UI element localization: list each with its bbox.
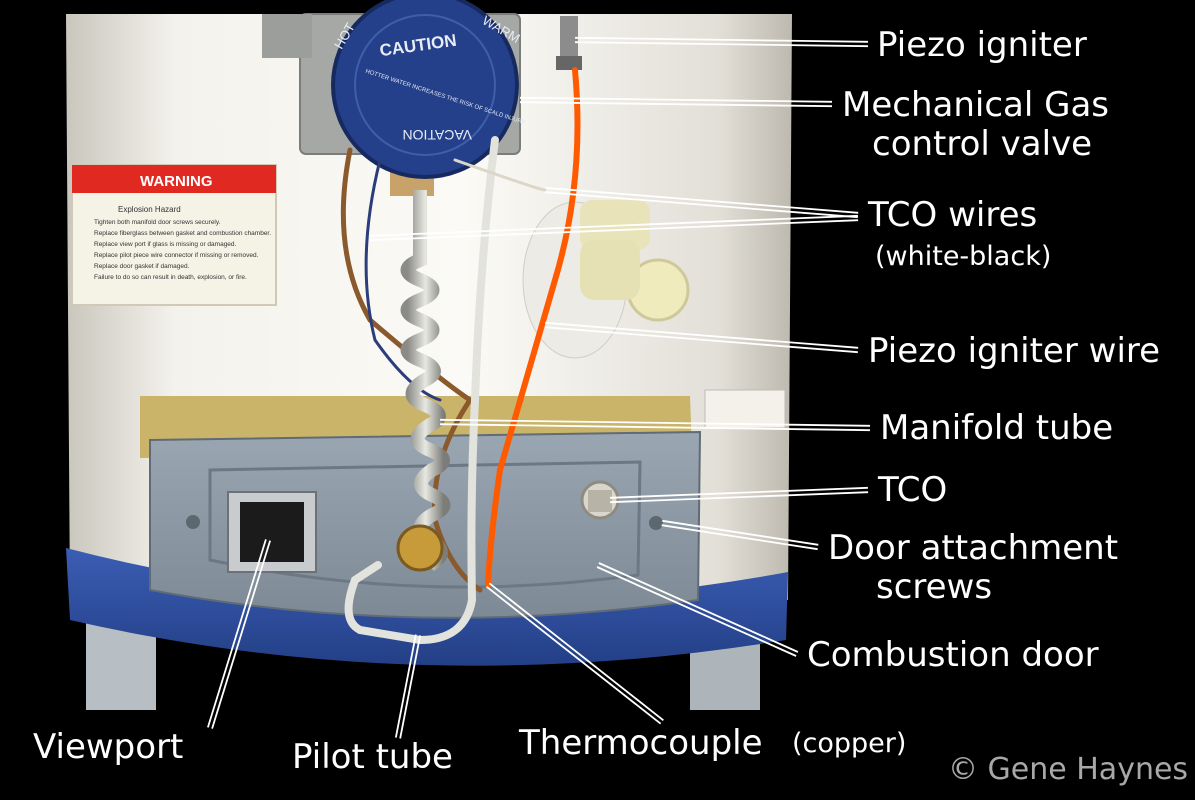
brown-wire <box>340 147 483 593</box>
copyright: © Gene Haynes <box>948 752 1189 787</box>
tco-device <box>580 480 620 520</box>
gas-control-valve: CAUTION HOT WARM VACATION HOTTER WATER I… <box>262 0 526 196</box>
warning-sticker-line: Replace fiberglass between gasket and co… <box>94 230 271 237</box>
wires <box>340 67 581 645</box>
warning-sticker-line: Replace door gasket if damaged. <box>94 263 190 270</box>
tco-white-wire <box>453 158 547 192</box>
warning-sticker-title: Explosion Hazard <box>118 205 181 214</box>
label-tco-wires: TCO wires <box>868 195 1038 235</box>
label-tco-wires-note: (white-black) <box>875 241 1052 272</box>
pointer-pilot-tube <box>394 634 417 738</box>
pointer-tco-wires-a <box>544 191 858 219</box>
white-wire <box>344 136 499 645</box>
warning-sticker-line: Tighten both manifold door screws secure… <box>94 219 221 226</box>
label-viewport: Viewport <box>33 727 184 767</box>
drain-valve <box>522 200 690 359</box>
warning-sticker-line: Replace view port if glass is missing or… <box>94 241 237 248</box>
pointer-viewport <box>211 540 271 729</box>
pointer-gas-valve <box>519 101 832 108</box>
label-gas-valve-line2: control valve <box>872 124 1093 164</box>
label-gas-valve-line1: Mechanical Gas <box>842 85 1110 125</box>
pointer-door-screws <box>662 519 819 546</box>
warning-sticker-header: WARNING <box>140 173 213 190</box>
label-door-screws-line2: screws <box>876 567 993 607</box>
label-piezo-igniter-wire: Piezo igniter wire <box>868 331 1161 371</box>
pointer-gas-valve <box>520 96 833 103</box>
manifold-tube-path <box>400 190 451 572</box>
pointer-manifold-tube <box>440 418 871 427</box>
pointer-thermocouple <box>486 586 662 725</box>
label-door-screws-line1: Door attachment <box>828 528 1119 568</box>
label-tco: TCO <box>878 470 948 510</box>
label-thermocouple-note: (copper) <box>792 728 907 759</box>
label-piezo-igniter: Piezo igniter <box>877 25 1087 65</box>
warning-sticker-line: Replace pilot piece wire connector if mi… <box>94 252 259 259</box>
label-thermocouple: Thermocouple <box>519 723 763 763</box>
svg-text:VACATION: VACATION <box>403 127 473 143</box>
pointer-combustion-door <box>598 562 799 653</box>
label-combustion-door: Combustion door <box>807 635 1099 675</box>
viewport-window <box>227 491 317 573</box>
pointer-manifold-tube <box>439 423 870 432</box>
pointer-tco-wires-a <box>545 186 859 214</box>
pointer-tco-wires-b <box>370 219 859 242</box>
pointer-piezo-igniter <box>575 36 869 43</box>
door-screw-right <box>649 516 663 530</box>
warning-sticker: WARNING Explosion Hazard Tighten both ma… <box>71 164 277 306</box>
temperature-dial <box>331 0 519 179</box>
pointer-lines <box>207 36 871 739</box>
pointer-pilot-tube <box>399 635 422 739</box>
label-pilot-tube: Pilot tube <box>292 737 453 777</box>
pointer-thermocouple <box>488 582 664 721</box>
door-screw-left <box>186 515 200 529</box>
label-manifold-tube: Manifold tube <box>880 408 1114 448</box>
pointer-door-screws <box>661 524 818 551</box>
warning-sticker-line: Failure to do so can result in death, ex… <box>94 274 247 281</box>
pointer-tco <box>610 491 869 504</box>
piezo-igniter-wire-path <box>485 67 581 588</box>
pointer-piezo-wire <box>545 321 859 349</box>
pointer-viewport <box>207 539 267 728</box>
burner-fitting <box>396 524 444 572</box>
pointer-piezo-wire <box>544 326 858 354</box>
pointer-tco <box>609 486 868 499</box>
pointer-tco-wires-b <box>369 214 858 237</box>
thermal-switch-sticker <box>704 389 786 429</box>
pointer-piezo-igniter <box>574 41 868 48</box>
piezo-igniter <box>556 16 582 70</box>
pointer-combustion-door <box>596 566 797 657</box>
